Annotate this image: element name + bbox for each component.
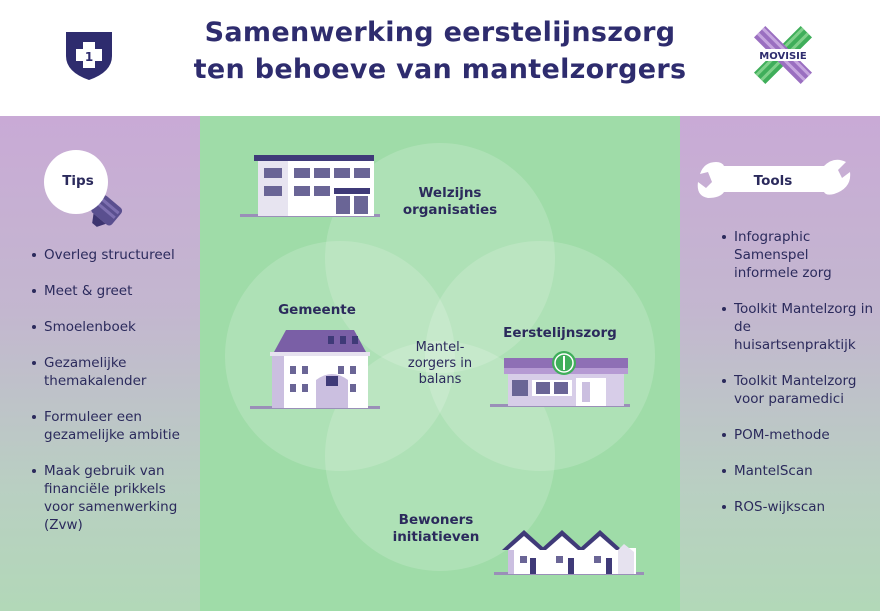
title-line-2: ten behoeve van mantelzorgers bbox=[193, 54, 687, 85]
circle-welzijns bbox=[325, 143, 555, 373]
town-hall-icon bbox=[250, 326, 380, 412]
movisie-logo: MOVISIE bbox=[748, 20, 818, 90]
list-item: Smoelenboek bbox=[32, 318, 194, 336]
pharmacy-building-icon bbox=[490, 350, 630, 410]
page-title: Samenwerking eerstelijnszorg ten behoeve… bbox=[150, 14, 730, 88]
list-item: Formuleer een gezamelijke ambitie bbox=[32, 408, 194, 444]
shield-cross-logo-icon: 1 bbox=[62, 28, 116, 82]
label-bewoners: Bewoners initiatieven bbox=[392, 512, 480, 545]
lightbulb-icon bbox=[42, 150, 134, 230]
header: 1 Samenwerking eerstelijnszorg ten behoe… bbox=[0, 0, 880, 116]
list-item: Infographic Samenspel informele zorg bbox=[722, 228, 874, 282]
list-item: Gezamelijke themakalender bbox=[32, 354, 194, 390]
center-label: Mantel-zorgers in balans bbox=[407, 340, 473, 387]
label-welzijns: Welzijns organisaties bbox=[402, 185, 498, 218]
list-item: Meet & greet bbox=[32, 282, 194, 300]
list-item: ROS-wijkscan bbox=[722, 498, 874, 516]
tips-title: Tips bbox=[62, 173, 94, 189]
office-building-icon bbox=[240, 150, 380, 220]
label-gemeente: Gemeente bbox=[278, 302, 356, 318]
list-item: Toolkit Mantelzorg in de huisartsenprakt… bbox=[722, 300, 874, 354]
label-eerstelijnszorg: Eerstelijnszorg bbox=[503, 325, 617, 341]
wrench-icon bbox=[694, 156, 854, 206]
svg-text:1: 1 bbox=[85, 50, 93, 64]
tips-list: Overleg structureel Meet & greet Smoelen… bbox=[32, 246, 194, 552]
list-item: MantelScan bbox=[722, 462, 874, 480]
list-item: Toolkit Mantelzorg voor paramedici bbox=[722, 372, 874, 408]
tools-title: Tools bbox=[753, 173, 793, 189]
circle-bewoners bbox=[325, 341, 555, 571]
circle-eerstelijnszorg bbox=[425, 241, 655, 471]
list-item: POM-methode bbox=[722, 426, 874, 444]
list-item: Overleg structureel bbox=[32, 246, 194, 264]
title-line-1: Samenwerking eerstelijnszorg bbox=[204, 17, 676, 48]
movisie-logo-text: MOVISIE bbox=[759, 51, 807, 62]
houses-icon bbox=[494, 526, 644, 578]
tools-list: Infographic Samenspel informele zorg Too… bbox=[722, 228, 874, 534]
list-item: Maak gebruik van financiële prikkels voo… bbox=[32, 462, 194, 534]
tools-panel bbox=[680, 116, 880, 611]
